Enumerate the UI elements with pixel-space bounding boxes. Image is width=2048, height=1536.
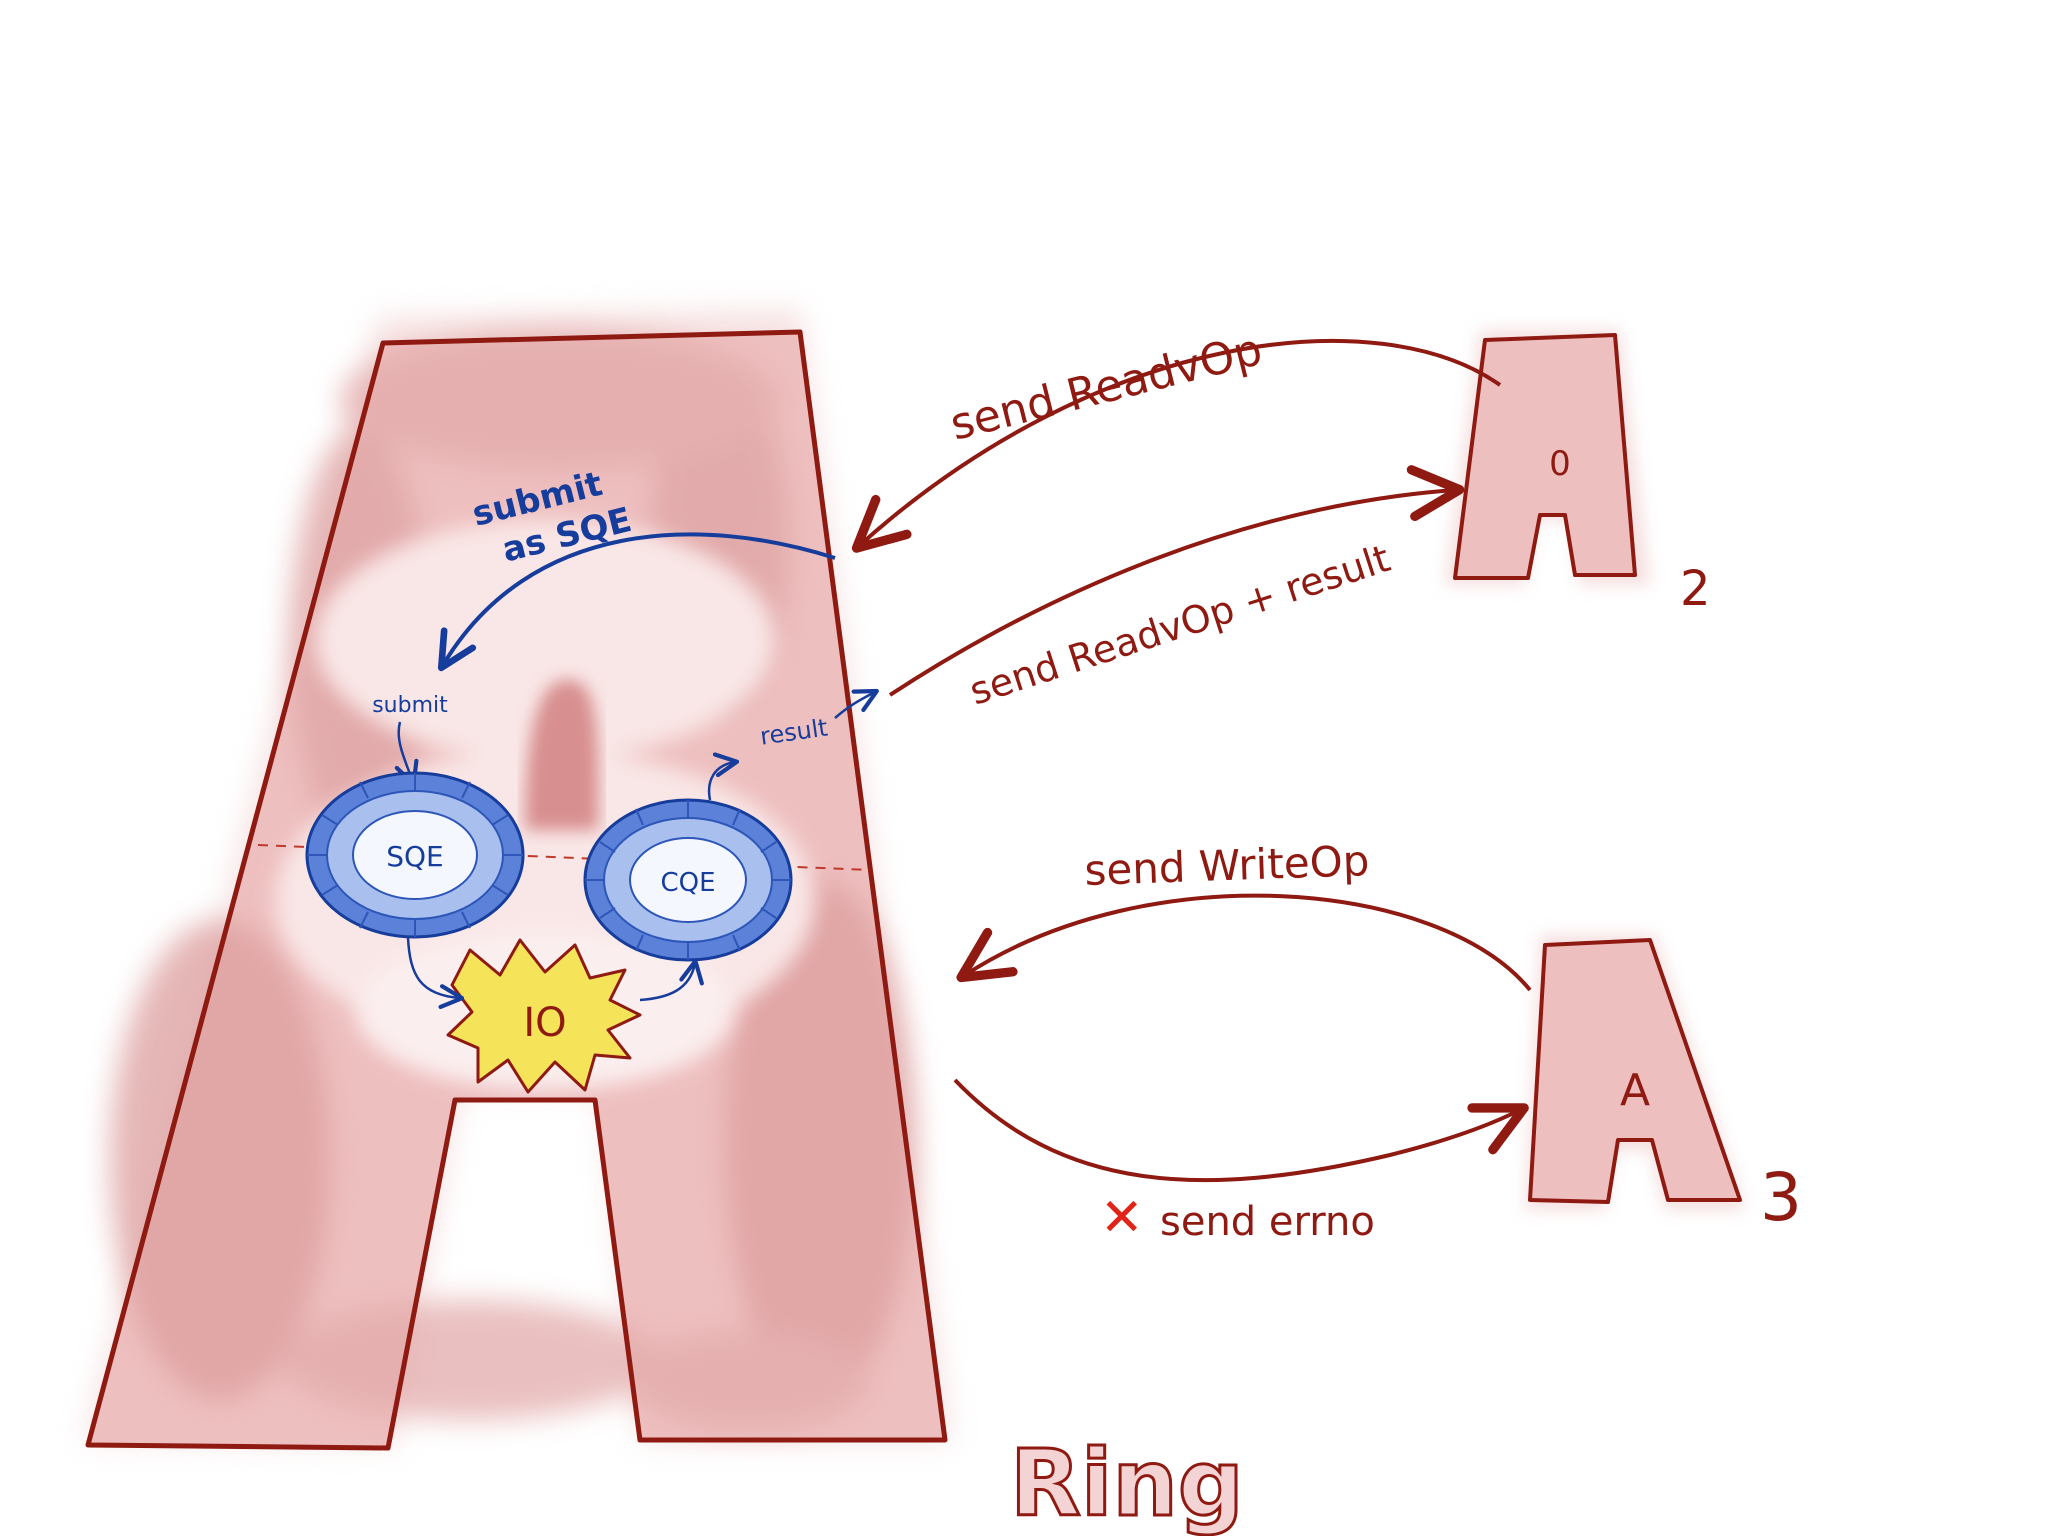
io-label: IO xyxy=(523,1000,566,1046)
send-errno-text: send errno xyxy=(1160,1199,1375,1245)
submit-as-sqe-arrow xyxy=(437,532,836,672)
actor-a3: A 3 xyxy=(1525,935,1802,1236)
sqe-to-io-arrow xyxy=(406,937,465,1010)
send-readvop-text: send ReadvOp xyxy=(945,324,1267,451)
send-readvop-result-arrow xyxy=(888,465,1465,697)
sqe-ring: SQE xyxy=(305,771,525,939)
send-errno-arrow xyxy=(953,1078,1529,1183)
send-writeop-label: send WriteOp xyxy=(1084,836,1371,895)
io-burst: IO xyxy=(446,938,642,1094)
result-exit-arrow xyxy=(834,688,879,719)
actor-a2-subscript: 2 xyxy=(1680,561,1711,617)
ring-label-text: Ring xyxy=(1010,1430,1244,1536)
actor-a2: 0 2 xyxy=(1445,330,1711,617)
io-burst-shape xyxy=(446,938,642,1094)
submit-label: submit xyxy=(372,693,448,718)
cqe-ring: CQE xyxy=(583,798,793,962)
cqe-label: CQE xyxy=(660,868,715,898)
ring-actor-inner-notch xyxy=(525,679,599,830)
actor-a3-body xyxy=(1528,938,1742,1204)
cqe-result-arrow xyxy=(707,752,740,801)
send-writeop-arrow xyxy=(956,893,1532,992)
send-readvop-label: send ReadvOp xyxy=(945,324,1267,451)
actor-a3-subscript: 3 xyxy=(1760,1159,1802,1236)
actor-a3-inner-mark: A xyxy=(1620,1065,1650,1116)
send-readvop-result-text: send ReadvOp + result xyxy=(964,536,1395,713)
ring-actor-outline xyxy=(85,329,948,1451)
ring-label: Ring xyxy=(1009,1429,1246,1536)
actor-a2-body xyxy=(1453,333,1637,580)
io-to-cqe-arrow xyxy=(639,958,704,1002)
actor-a2-inner-mark: 0 xyxy=(1549,444,1571,484)
send-readvop-arrow xyxy=(851,339,1502,553)
ring-actor-shading xyxy=(110,330,915,1430)
send-readvop-result-label: send ReadvOp + result xyxy=(964,536,1395,713)
send-errno-label: ✕ send errno xyxy=(1100,1188,1375,1248)
send-writeop-text: send WriteOp xyxy=(1084,836,1371,895)
ring-internals: submit as SQE submit xyxy=(305,464,879,1094)
sqe-label: SQE xyxy=(386,840,444,873)
send-errno-error-marker: ✕ xyxy=(1100,1188,1144,1248)
